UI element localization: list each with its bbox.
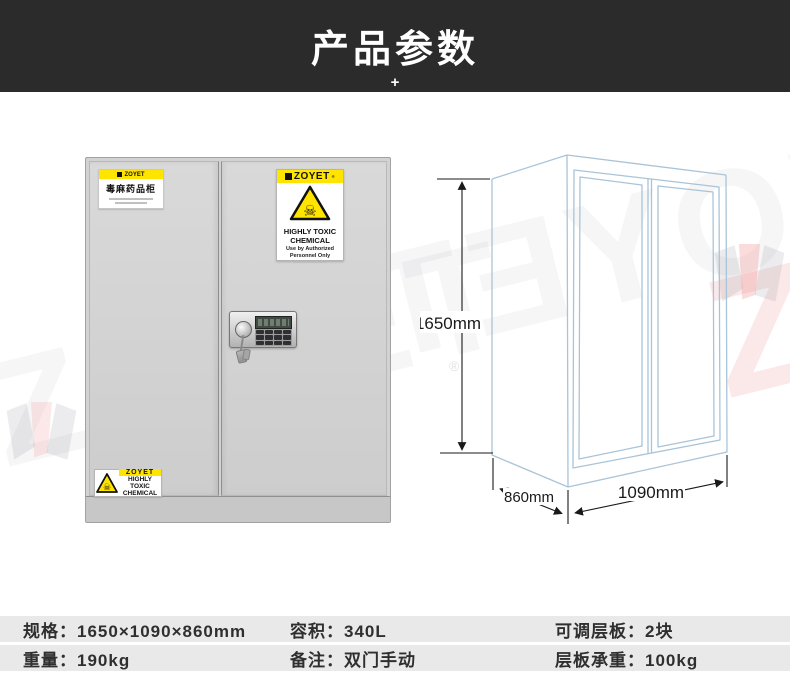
label-fineprint-line <box>115 202 147 204</box>
cabinet-photo: ZOYET 毒麻药品柜 ZOYET ® ☠ HIGHLY TOXIC CHEMI… <box>85 157 391 523</box>
cabinet-base <box>86 496 390 522</box>
spec-shelves: 可调层板：2块 <box>555 621 674 641</box>
warning-text-line1: HIGHLY TOXIC <box>128 475 152 490</box>
page-title: 产品参数 <box>310 29 479 71</box>
zoyet-logo-icon <box>117 172 123 177</box>
dimension-lines <box>437 178 728 524</box>
label-brand-band: ZOYET ® <box>277 170 343 183</box>
electronic-lock-panel <box>229 311 297 364</box>
zoyet-logo-icon <box>284 173 292 180</box>
spec-shelf-load: 层板承重：100kg <box>555 650 699 670</box>
brand-name: ZOYET <box>293 171 330 182</box>
brand-shield-watermark-left <box>6 402 77 460</box>
skull-crossbones-icon: ☠ <box>103 482 111 492</box>
spec-capacity: 容积：340L <box>290 621 387 641</box>
registered-mark: ® <box>331 174 336 179</box>
spec-row: 重量：190kg 备注：双门手动 层板承重：100kg <box>0 645 790 671</box>
spec-note: 备注：双门手动 <box>290 650 416 670</box>
spec-size: 规格：1650×1090×860mm <box>23 621 247 641</box>
warning-text-line2: CHEMICAL <box>122 490 158 498</box>
label-brand-band: ZOYET <box>99 170 163 179</box>
plus-icon: + <box>390 74 400 91</box>
skull-crossbones-icon: ☠ <box>303 203 316 220</box>
lock-lcd-display <box>255 316 292 329</box>
brand-name: ZOYET <box>124 171 145 178</box>
label-fineprint-line <box>109 198 153 200</box>
label-fineprint-line <box>293 261 327 264</box>
label-title: 毒麻药品柜 <box>105 184 156 194</box>
registered-mark-watermark: ® <box>449 358 460 374</box>
right-door-warning-label: ZOYET ® ☠ HIGHLY TOXIC CHEMICAL Use by A… <box>276 169 344 264</box>
width-dimension-label: 1090mm <box>618 483 684 502</box>
dimension-drawing: 1650mm 860mm 1090mm ® <box>420 154 728 524</box>
warning-text: HIGHLY TOXIC CHEMICAL <box>283 227 337 245</box>
content-area: ZOYET ZOYET Z ® ZOYET 毒麻药品柜 <box>0 92 790 616</box>
warning-triangle: ☠ <box>96 473 118 493</box>
page-header: 产品参数 + <box>0 0 790 92</box>
bottom-warning-label: ☠ ZOYET HIGHLY TOXIC CHEMICAL <box>94 468 162 498</box>
spec-table: 规格：1650×1090×860mm 容积：340L 可调层板：2块 重量：19… <box>0 616 790 674</box>
cabinet-wireframe <box>491 154 728 488</box>
height-dimension-label: 1650mm <box>420 314 481 333</box>
spec-row: 规格：1650×1090×860mm 容积：340L 可调层板：2块 <box>0 616 790 642</box>
left-door-label: ZOYET 毒麻药品柜 <box>98 169 164 209</box>
warning-subtext: Use by Authorized Personnel Only <box>285 246 335 259</box>
warning-triangle: ☠ <box>277 185 343 226</box>
spec-weight: 重量：190kg <box>23 650 131 670</box>
cabinet-left-door <box>89 161 219 496</box>
lock-keypad <box>255 329 292 346</box>
depth-dimension-label: 860mm <box>504 489 554 506</box>
brand-name: ZOYET <box>119 468 161 476</box>
